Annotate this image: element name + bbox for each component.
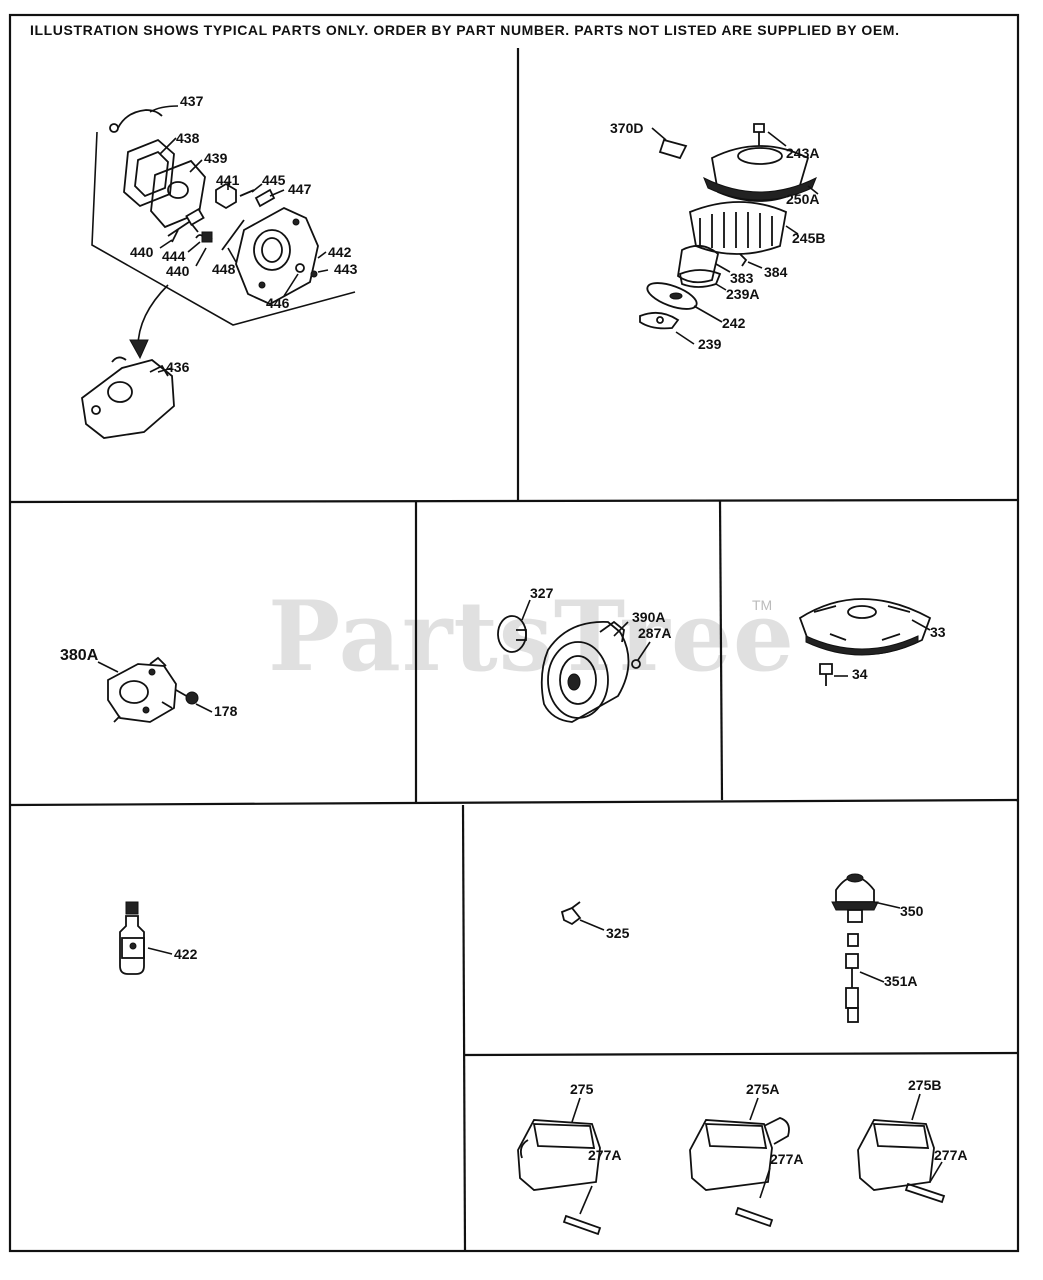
callout-445: 445 xyxy=(262,172,286,188)
callout-275B: 275B xyxy=(908,1077,941,1093)
callout-440-b: 440 xyxy=(166,263,190,279)
panel-primer: 325 350 351A xyxy=(560,873,924,1023)
part-447-sleeve xyxy=(254,188,276,208)
panel-carburetor-kit: 437 438 439 441 445 447 440 444 440 448 … xyxy=(81,93,358,439)
callout-243A: 243A xyxy=(786,145,819,161)
part-250A-cover xyxy=(710,145,810,202)
part-275B-muffler xyxy=(857,1119,935,1191)
callout-437: 437 xyxy=(180,93,204,109)
callout-438: 438 xyxy=(176,130,200,146)
part-422-oil-bottle xyxy=(119,915,145,975)
part-351A-line xyxy=(847,933,859,947)
callout-287A: 287A xyxy=(638,625,671,641)
part-380A-carburetor xyxy=(107,663,177,723)
part-437-wire xyxy=(117,109,163,129)
part-325-clip xyxy=(560,906,582,926)
part-178-fitting xyxy=(185,691,199,705)
illustration-note: ILLUSTRATION SHOWS TYPICAL PARTS ONLY. O… xyxy=(30,22,900,38)
part-275-muffler xyxy=(517,1119,601,1191)
callout-370D: 370D xyxy=(610,120,643,136)
callout-384: 384 xyxy=(764,264,788,280)
callout-277A: 277A xyxy=(588,1147,621,1163)
callout-277A-2: 277A xyxy=(770,1151,803,1167)
callout-442: 442 xyxy=(328,244,352,260)
callout-422: 422 xyxy=(174,946,198,962)
callout-277A-3: 277A xyxy=(934,1147,967,1163)
callout-325: 325 xyxy=(606,925,630,941)
callout-250A: 250A xyxy=(786,191,819,207)
panel-mufflers: 275 277A 275A 277A 275B 277A xyxy=(517,1077,967,1236)
part-242-base xyxy=(646,282,698,310)
panel-carburetor-assembly: 380A 178 xyxy=(60,647,238,723)
part-446-body xyxy=(235,206,319,306)
callout-351A: 351A xyxy=(884,973,917,989)
panel-oil: 422 xyxy=(119,901,198,975)
part-436-carburetor xyxy=(81,359,175,439)
callout-446: 446 xyxy=(266,295,290,311)
part-383-bracket xyxy=(677,244,719,284)
callout-239: 239 xyxy=(698,336,722,352)
callout-448: 448 xyxy=(212,261,236,277)
callout-383: 383 xyxy=(730,270,754,286)
callout-275: 275 xyxy=(570,1081,594,1097)
part-327-spring xyxy=(497,615,527,653)
callout-380A: 380A xyxy=(60,647,99,664)
callout-275A: 275A xyxy=(746,1081,779,1097)
part-448-needle xyxy=(221,219,245,251)
part-277A-pin-1 xyxy=(562,1214,602,1236)
callout-439: 439 xyxy=(204,150,228,166)
callout-436: 436 xyxy=(166,359,190,375)
part-277A-pin-3 xyxy=(904,1182,946,1204)
callout-447: 447 xyxy=(288,181,312,197)
callout-242: 242 xyxy=(722,315,746,331)
callout-444: 444 xyxy=(162,248,186,264)
callout-239A: 239A xyxy=(726,286,759,302)
panel-air-cleaner: 370D 243A 250A 245B 383 384 239A 242 239 xyxy=(610,120,825,352)
part-239A-gasket xyxy=(678,269,722,288)
panel-frames xyxy=(8,13,1020,1253)
part-445-pin xyxy=(239,189,255,197)
callout-441: 441 xyxy=(216,172,240,188)
part-441-nut xyxy=(215,182,237,210)
part-277A-pin-2 xyxy=(734,1206,774,1228)
part-384-screw xyxy=(739,253,748,267)
part-370D-decal xyxy=(658,138,688,160)
callout-33: 33 xyxy=(930,624,946,640)
panel-cover-plate: 33 34 xyxy=(798,598,946,686)
callout-178: 178 xyxy=(214,703,238,719)
callout-443: 443 xyxy=(334,261,358,277)
callout-34: 34 xyxy=(852,666,868,682)
callout-350: 350 xyxy=(900,903,924,919)
part-243A-screw xyxy=(753,123,765,133)
callout-327: 327 xyxy=(530,585,554,601)
callout-440: 440 xyxy=(130,244,154,260)
panel-starter-cup: 327 390A 287A xyxy=(497,585,671,723)
part-390A-housing xyxy=(540,621,630,723)
trademark-symbol: TM xyxy=(752,597,773,613)
callout-390A: 390A xyxy=(632,609,665,625)
part-239-gasket xyxy=(639,311,680,330)
part-275A-muffler xyxy=(689,1119,773,1191)
part-34-screw xyxy=(819,663,833,675)
partstree-watermark: PartsTree xyxy=(268,580,795,693)
callout-245B: 245B xyxy=(792,230,825,246)
